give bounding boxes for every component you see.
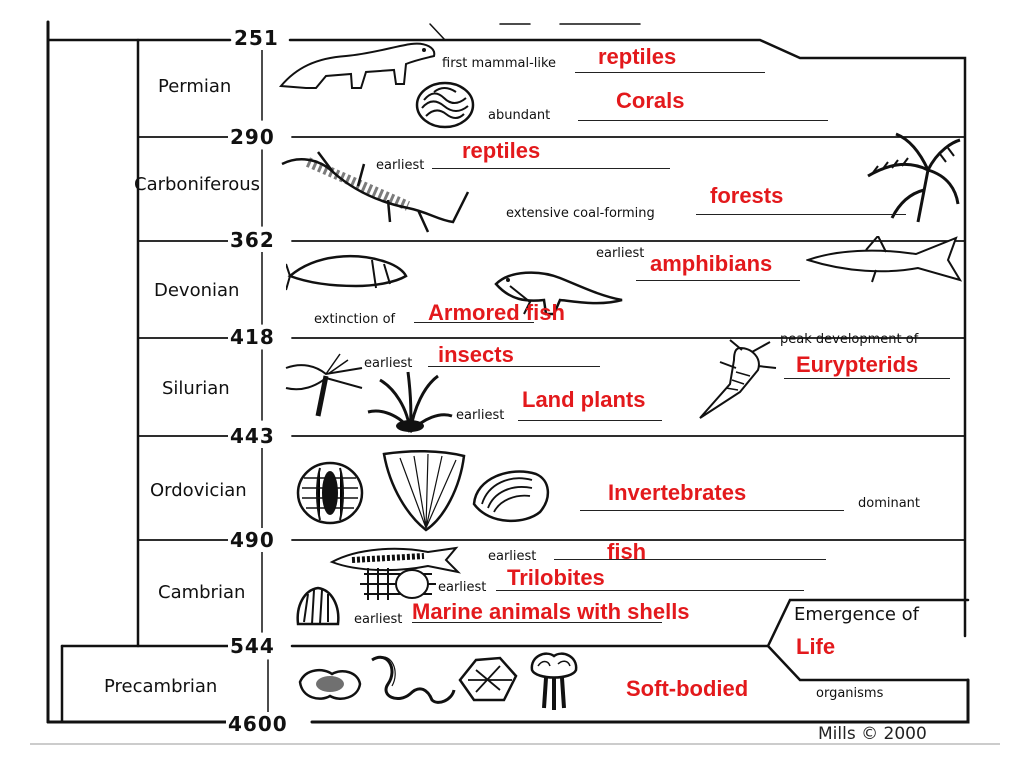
label-earliest-land-plants: earliest [456, 408, 505, 423]
boundary-362: 362 [228, 228, 277, 252]
plant-icon [367, 371, 453, 434]
answer-line [496, 590, 804, 591]
worm-icon [371, 656, 456, 704]
boundary-251: 251 [232, 26, 281, 50]
label-earliest-trilobites: earliest [438, 580, 487, 595]
answer-line [554, 559, 826, 560]
answer-reptiles-carboniferous: reptiles [462, 138, 541, 163]
answer-amphibians: amphibians [650, 251, 773, 276]
answer-fish: fish [607, 539, 647, 564]
jellyfish-icon [458, 656, 518, 702]
period-devonian: Devonian [154, 280, 240, 301]
answer-line [696, 214, 906, 215]
boundary-544: 544 [228, 634, 277, 658]
label-extinction-of: extinction of [314, 312, 396, 327]
period-precambrian: Precambrian [104, 676, 218, 697]
boundary-443: 443 [228, 424, 277, 448]
answer-forests: forests [710, 183, 784, 208]
trilobite-icon [360, 568, 436, 600]
shell-icon [382, 449, 466, 532]
credit: Mills © 2000 [818, 724, 927, 744]
answer-line [518, 420, 662, 421]
label-peak-development-of: peak development of [780, 332, 919, 347]
label-earliest-reptiles: earliest [376, 158, 425, 173]
fish-icon [329, 546, 462, 574]
period-cambrian: Cambrian [158, 582, 246, 603]
shell-icon [296, 586, 340, 626]
answer-corals: Corals [616, 88, 685, 113]
label-emergence-of: Emergence of [794, 604, 920, 625]
label-dominant: dominant [858, 496, 921, 511]
answer-line [578, 120, 828, 121]
label-first-mammal-like: first mammal-like [442, 56, 557, 71]
answer-land-plants: Land plants [522, 387, 646, 412]
coral-icon [415, 81, 475, 129]
answer-armored-fish: Armored fish [428, 300, 565, 325]
boundary-418: 418 [228, 325, 277, 349]
answer-insects: insects [438, 342, 514, 367]
answer-line [575, 72, 765, 73]
trilobite-icon [296, 461, 364, 525]
answer-line [432, 168, 670, 169]
label-organisms: organisms [816, 686, 884, 701]
label-earliest-fish: earliest [488, 549, 537, 564]
period-carboniferous: Carboniferous [134, 174, 261, 195]
period-silurian: Silurian [162, 378, 230, 399]
answer-marine-shells: Marine animals with shells [412, 599, 690, 624]
period-ordovician: Ordovician [150, 480, 247, 501]
answer-invertebrates: Invertebrates [608, 480, 747, 505]
answer-line [636, 280, 800, 281]
shark-icon [806, 236, 962, 283]
answer-eurypterids: Eurypterids [796, 352, 919, 377]
insect-icon [285, 353, 363, 417]
jellyfish-icon [530, 652, 578, 710]
label-earliest-marine: earliest [354, 612, 403, 627]
jellyfish-icon [298, 668, 362, 700]
mammal-like-reptile-icon [278, 42, 436, 89]
answer-line [428, 366, 600, 367]
eurypterid-icon [699, 339, 777, 419]
answer-soft-bodied: Soft-bodied [626, 676, 749, 701]
answer-trilobites: Trilobites [507, 565, 605, 590]
boundary-4600: 4600 [226, 712, 290, 736]
answer-reptiles-permian: reptiles [598, 44, 677, 69]
label-earliest-amphibians: earliest [596, 246, 645, 261]
boundary-290: 290 [228, 125, 277, 149]
label-extensive-coal-forming: extensive coal-forming [506, 206, 655, 221]
fish-icon [286, 254, 408, 291]
boundary-490: 490 [228, 528, 277, 552]
shell-icon [472, 470, 549, 522]
fern-tree-icon [867, 132, 961, 223]
answer-line [784, 378, 950, 379]
amphibian-icon [494, 271, 623, 316]
label-earliest-insects: earliest [364, 356, 413, 371]
answer-line [412, 622, 662, 623]
answer-line [580, 510, 844, 511]
label-abundant: abundant [488, 108, 551, 123]
answer-life: Life [796, 634, 836, 659]
reptile-icon [281, 151, 470, 233]
period-permian: Permian [158, 76, 232, 97]
answer-line [414, 322, 534, 323]
